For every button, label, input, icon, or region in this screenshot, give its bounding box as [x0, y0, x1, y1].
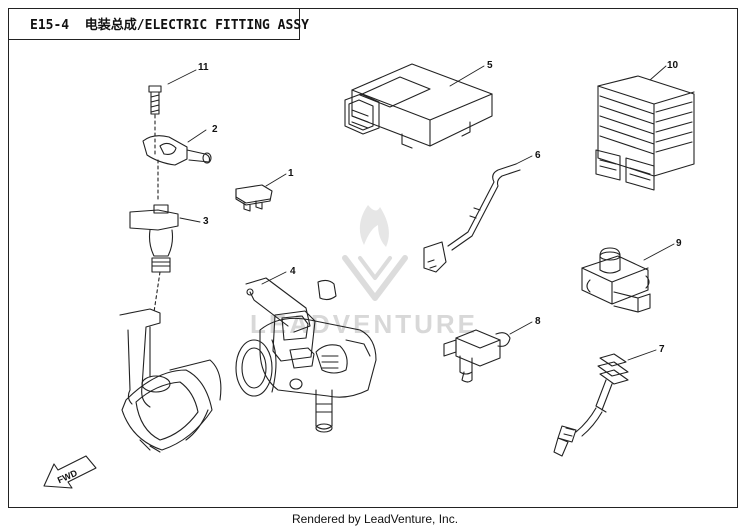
part-11-bolt[interactable]	[148, 85, 162, 156]
part-7-o2-sensor[interactable]	[553, 353, 629, 457]
part-5-ecu[interactable]	[344, 63, 493, 149]
callout-leaders	[167, 65, 675, 361]
drawing-frame	[8, 8, 738, 508]
part-3-fuel-injector[interactable]	[129, 204, 179, 313]
diagram-code: E15-4	[30, 18, 70, 33]
watermark-flame-icon	[359, 205, 389, 247]
part-10-regulator[interactable]	[595, 75, 695, 191]
part-2-fuel-fitting[interactable]	[142, 135, 212, 201]
callout-9[interactable]: 9	[676, 238, 682, 249]
callout-3[interactable]: 3	[203, 216, 209, 227]
fwd-arrow-icon	[43, 455, 97, 489]
page-title: E15-4 电装总成/ELECTRIC FITTING ASSY	[30, 14, 309, 33]
callout-5[interactable]: 5	[487, 60, 493, 71]
diagram-title: 电装总成/ELECTRIC FITTING ASSY	[84, 18, 309, 33]
callout-11[interactable]: 11	[198, 62, 209, 73]
callout-4[interactable]: 4	[290, 266, 296, 277]
title-block: E15-4 电装总成/ELECTRIC FITTING ASSY	[8, 8, 309, 40]
part-9-sensor[interactable]	[581, 247, 651, 313]
callout-10[interactable]: 10	[667, 60, 679, 71]
part-6-sensor-lead[interactable]	[423, 163, 521, 273]
watermark-text: LEADVENTURE	[250, 309, 478, 339]
intake-manifold[interactable]	[119, 308, 222, 453]
callout-6[interactable]: 6	[535, 150, 541, 161]
callout-7[interactable]: 7	[659, 344, 665, 355]
callout-labels: 11 2 1 3 4 5 6 10 9 8 7	[198, 60, 682, 355]
part-1-connector-clip[interactable]	[235, 184, 273, 212]
callout-1[interactable]: 1	[288, 168, 294, 179]
callout-2[interactable]: 2	[212, 124, 218, 135]
part-4-throttle-body[interactable]	[235, 277, 377, 433]
watermark	[342, 205, 408, 301]
footer-credit: Rendered by LeadVenture, Inc.	[291, 512, 459, 526]
callout-8[interactable]: 8	[535, 316, 541, 327]
part-8-map-sensor[interactable]	[443, 329, 511, 383]
